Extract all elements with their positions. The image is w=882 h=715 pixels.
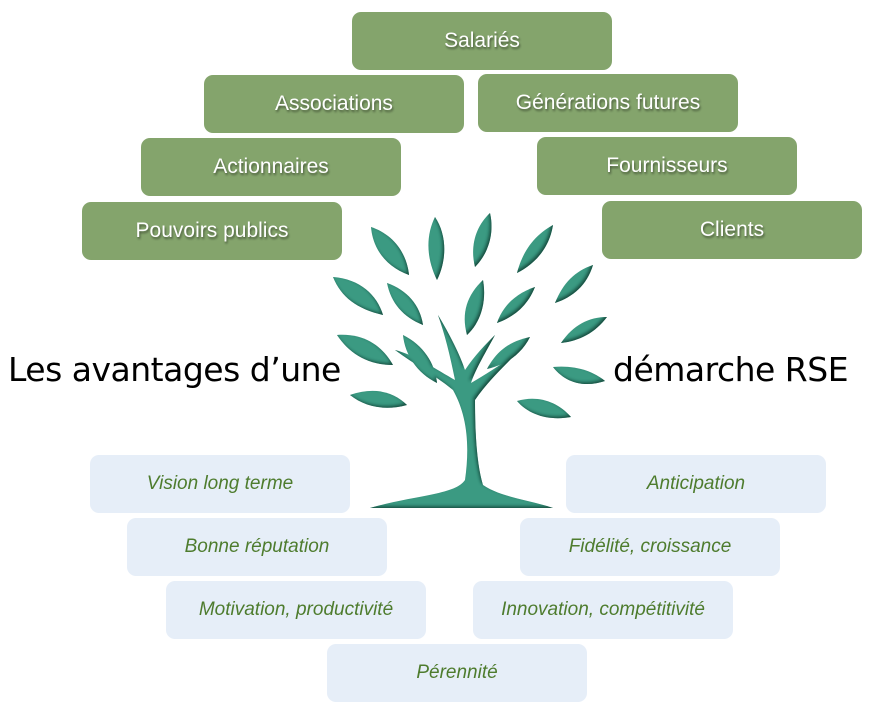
leaf [517, 225, 553, 273]
benefit-label: Anticipation [646, 473, 746, 494]
stakeholder-label: Pouvoirs publics [135, 219, 289, 242]
leaf [553, 366, 605, 385]
benefit-label: Bonne réputation [184, 536, 330, 557]
benefit-box-fidelite: Fidélité, croissance [520, 518, 780, 576]
leaf [464, 280, 485, 335]
stakeholder-label: Salariés [444, 29, 520, 52]
benefit-label: Pérennité [416, 662, 498, 683]
benefit-label: Motivation, productivité [198, 599, 394, 620]
benefit-box-innovation: Innovation, compétitivité [473, 581, 733, 639]
leaf [555, 265, 593, 303]
benefit-box-motivation: Motivation, productivité [166, 581, 426, 639]
leaf [337, 334, 393, 365]
stakeholder-box-generations-futures: Générations futures [478, 74, 738, 132]
stakeholder-box-associations: Associations [204, 75, 464, 133]
stakeholder-box-pouvoirs-publics: Pouvoirs publics [82, 202, 342, 260]
benefit-label: Innovation, compétitivité [501, 599, 705, 620]
stakeholder-box-clients: Clients [602, 201, 862, 259]
leaf [517, 398, 571, 419]
stakeholder-box-actionnaires: Actionnaires [141, 138, 401, 196]
leaf [428, 217, 445, 280]
stakeholder-label: Associations [275, 92, 393, 115]
leaf [487, 337, 530, 369]
stakeholder-box-fournisseurs: Fournisseurs [537, 137, 797, 195]
stakeholder-box-salaries: Salariés [352, 12, 612, 70]
benefit-box-vision: Vision long terme [90, 455, 350, 513]
headline-right: démarche RSE [613, 350, 849, 389]
benefit-box-anticipation: Anticipation [566, 455, 826, 513]
leaf [403, 335, 437, 383]
benefit-label: Fidélité, croissance [568, 536, 732, 557]
headline-left: Les avantages d’une [8, 350, 341, 389]
leaf [387, 283, 423, 325]
benefit-box-perennite: Pérennité [327, 644, 587, 702]
leaf [371, 227, 409, 275]
leaf [473, 213, 492, 267]
tree-icon [333, 213, 607, 508]
stakeholder-label: Générations futures [515, 91, 701, 114]
leaf [333, 277, 383, 315]
benefit-box-reputation: Bonne réputation [127, 518, 387, 576]
leaf [561, 317, 607, 343]
benefit-label: Vision long terme [146, 473, 294, 494]
leaf [350, 390, 407, 408]
leaf [497, 287, 535, 323]
stakeholder-label: Fournisseurs [606, 154, 728, 177]
stakeholder-label: Clients [699, 218, 765, 241]
stakeholder-label: Actionnaires [213, 155, 329, 178]
